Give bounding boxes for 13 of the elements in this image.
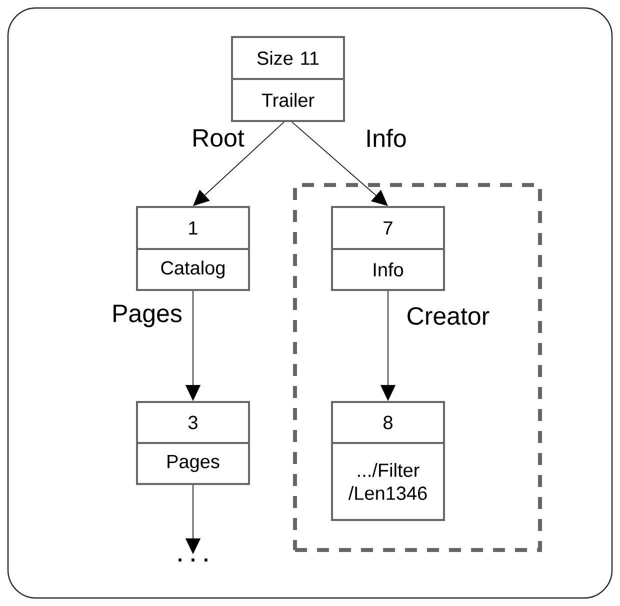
edge-label: Info bbox=[364, 128, 408, 148]
edge-label: Root bbox=[190, 128, 246, 148]
arrow bbox=[292, 122, 388, 206]
ellipsis-text: . . . bbox=[178, 558, 208, 562]
edge-label: Pages bbox=[110, 304, 184, 328]
edge-label: Creator bbox=[405, 306, 491, 326]
dashed-group-box bbox=[293, 183, 542, 552]
record-box: 7 Info bbox=[331, 206, 445, 291]
record-box: 3 Pages bbox=[136, 401, 250, 485]
arrow bbox=[193, 122, 284, 206]
record-box: 1 Catalog bbox=[136, 206, 250, 291]
record-box: Size 11 Trailer bbox=[231, 36, 345, 122]
record-box: 8 .../Filter /Len1346 bbox=[331, 401, 445, 521]
